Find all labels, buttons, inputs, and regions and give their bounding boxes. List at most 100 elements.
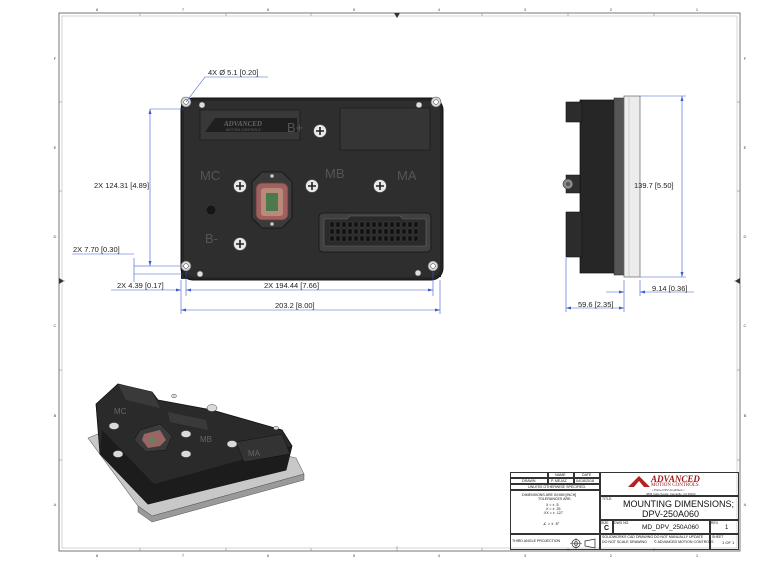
zone-col-bottom-4: 4 [438,553,441,558]
drawn-date: 04/18/2018 [576,479,594,483]
side-view [562,95,641,278]
zone-col-top-2: 2 [610,7,613,12]
zone-row-left-E: E [54,145,57,150]
label-ma: MA [397,168,417,183]
hole-callout: 4X Ø 5.1 [0.20] [208,68,258,77]
zone-row-left-F: F [54,56,57,61]
rev-label: REV. [711,521,719,525]
front-dimension-lines [72,76,441,314]
dwg-no-value: MD_DPV_250A060 [642,524,699,531]
company-name: ADVANCED [651,474,700,484]
company-address: 3805 Calle Tecate, Camarillo, CA 93012 [646,491,696,496]
feedback-connector [318,212,432,253]
mounting-hole-bottom-right [427,260,439,272]
label-mb: MB [325,166,345,181]
iso-label-mc: MC [114,407,127,416]
drawing-title-line-1: MOUNTING DIMENSIONS; [623,499,735,509]
zone-col-top-1: 1 [696,7,699,12]
terminal-mc [233,179,247,193]
front-dimension-arrows [148,109,440,312]
side-height-dimension: 139.7 [5.50] [634,181,674,190]
terminal-ma [373,179,387,193]
side-dimension-arrows [566,96,684,310]
zone-row-right-C: C [744,323,747,328]
status-led [205,204,217,216]
zone-row-left-D: D [54,234,57,239]
tolerance-line-3: X = ± .5 [546,503,559,507]
tolerance-line-5: .XX = ± .127 [543,511,563,515]
drawing-title-line-2: DPV-250A060 [642,509,700,519]
drawn-label: DRAWN [522,479,536,483]
note-cad: SOLIDWORKS CAD DRAWING [602,535,654,539]
zone-col-bottom-1: 1 [696,553,699,558]
zone-row-right-B: B [744,413,747,418]
zone-col-top-5: 5 [353,7,356,12]
size-label: SIZE [601,521,609,525]
small-height-dimension: 2X 7.70 [0.30] [73,245,120,254]
date-header: DATE [582,473,592,477]
center-arrow-left [59,278,64,284]
overall-width-dimension: 203.2 [8.00] [275,301,315,310]
company-logo-icon [628,474,650,492]
zone-row-right-A: A [744,502,747,507]
tolerance-line-2: TOLERANCES ARE: [538,497,572,501]
zone-col-bottom-3: 3 [524,553,527,558]
dwg-no-label: DWG NO. [614,521,630,525]
front-view: ADVANCED MOTION CONTROLS B+ MC MB MA B- [180,96,444,281]
company-subname: MOTION CONTROLS [651,483,699,488]
zone-row-right-F: F [744,56,747,61]
note-update: DO NOT MANUALLY UPDATE [654,535,704,539]
projection-icon [570,536,598,554]
side-flange-dimension: 9.14 [0.36] [652,284,687,293]
terminal-bplus [313,124,327,138]
label-bplus: B+ [287,120,303,135]
terminal-mb [305,179,319,193]
label-bminus: B- [205,231,218,246]
zone-col-bottom-8: 8 [96,553,99,558]
mounting-hole-top-right [430,96,442,108]
center-arrow-top [394,13,400,18]
size-value: C [604,525,610,532]
note-copyright: © ADVANCED MOTION CONTROLS [654,540,714,544]
center-arrow-right [735,278,740,284]
zone-col-bottom-5: 5 [353,553,356,558]
zone-row-left-B: B [54,413,57,418]
name-header: NAME [555,473,566,477]
zone-col-top-7: 7 [182,7,185,12]
zone-col-bottom-6: 6 [267,553,270,558]
front-logo-subtext: MOTION CONTROLS [226,128,261,132]
zone-row-right-D: D [744,234,747,239]
rev-value: 1 [725,525,729,531]
tolerance-line-1: DIMENSIONS ARE IN MM [INCH] [522,493,577,497]
zone-col-bottom-7: 7 [182,553,185,558]
sheet-value: 1 OF 1 [722,540,735,545]
zone-row-right-E: E [744,145,747,150]
company-tagline: • Prime DPV Amplifiers • [652,488,685,492]
interface-window [251,171,293,229]
iso-label-ma: MA [248,449,261,458]
iso-label-mb: MB [200,435,212,444]
sheet-label: SHEET [712,535,724,539]
drawn-name: P. MEJAZ [551,479,567,483]
terminal-bminus [233,237,247,251]
mounting-hole-bottom-left [180,260,192,272]
unless-note: UNLESS OTHERWISE SPECIFIED: [528,485,587,489]
title-label: TITLE: [602,497,613,501]
front-logo-text: ADVANCED [223,120,262,128]
zone-col-bottom-2: 2 [610,553,613,558]
tolerance-line-4: .X = ± .25 [545,507,561,511]
projection-label: THIRD ANGLE PROJECTION [512,539,561,543]
zone-col-top-3: 3 [524,7,527,12]
angle-tolerance: ∠ = ± .5° [543,521,560,526]
edge-dimension: 2X 4.39 [0.17] [117,281,164,290]
zone-row-left-A: A [54,502,57,507]
side-depth-dimension: 59.6 [2.35] [578,300,613,309]
label-mc: MC [200,168,220,183]
title-block: NAME DATE DRAWN P. MEJAZ 04/18/2018 UNLE… [510,472,739,550]
zone-col-top-6: 6 [267,7,270,12]
isometric-view: MC MB MA [87,383,305,523]
height-dimension: 2X 124.31 [4.89] [94,181,149,190]
hole-spacing-dimension: 2X 194.44 [7.66] [264,281,319,290]
zone-row-left-C: C [54,323,57,328]
